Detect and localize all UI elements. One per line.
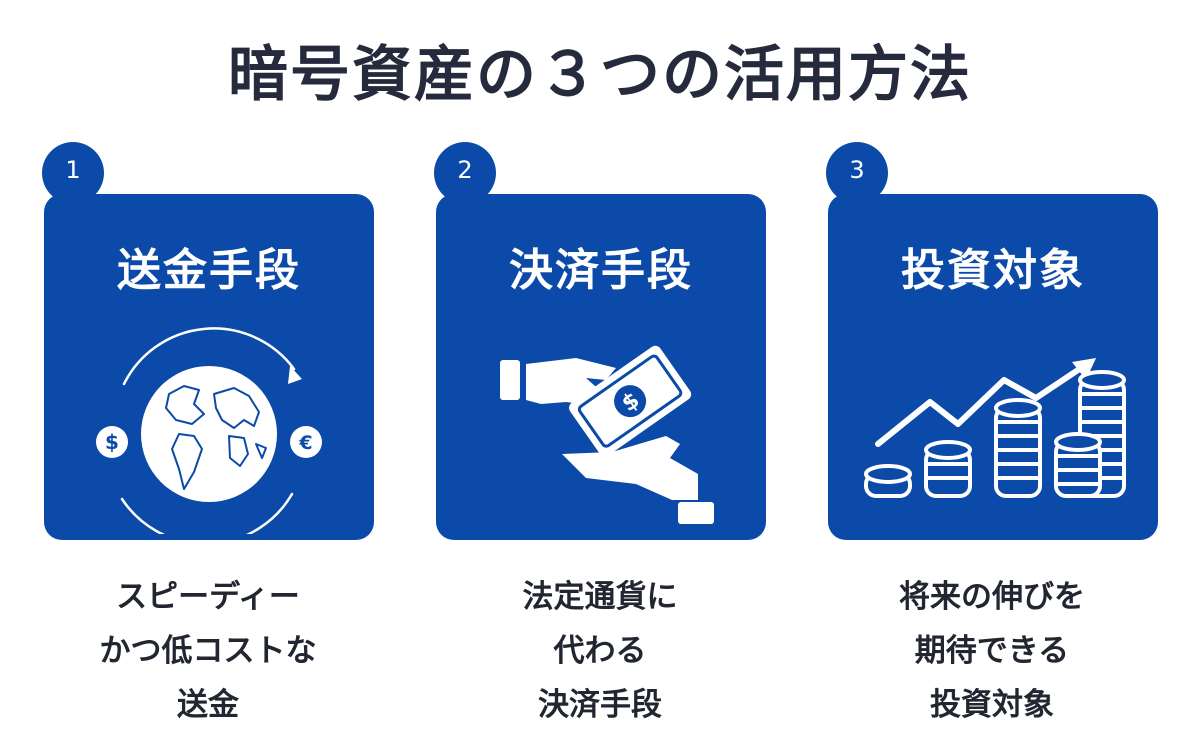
caption-line: 送金 [177,687,239,723]
card-title: 投資対象 [901,245,1085,296]
card-caption: 法定通貨に 代わる 決済手段 [434,570,766,732]
card-panel: 投資対象 [828,194,1158,540]
svg-text:$: $ [105,430,119,454]
caption-line: 期待できる [914,633,1070,669]
cash-handover-icon: $ [500,345,714,524]
svg-text:€: € [298,432,312,454]
caption-line: かつ低コストな [99,633,317,669]
card-caption: スピーディー かつ低コストな 送金 [42,570,374,732]
caption-line: 決済手段 [538,687,662,723]
card-number-badge: 3 [826,142,888,204]
card-panel: 決済手段 $ [436,194,766,540]
caption-line: 将来の伸びを [899,579,1085,615]
page-title: 暗号資産の３つの活用方法 [228,40,972,110]
caption-line: 法定通貨に [522,579,678,615]
caption-line: 投資対象 [930,687,1054,723]
caption-line: スピーディー [116,579,300,615]
card-number-badge: 2 [434,142,496,204]
card-number-badge: 1 [42,142,104,204]
globe-exchange-icon: $ € [96,327,322,534]
caption-line: 代わる [553,633,647,669]
card-panel: 送金手段 $ € [44,194,374,540]
coins-growth-chart-icon [864,358,1126,498]
card-title: 決済手段 [509,245,693,296]
card-title: 送金手段 [117,245,301,296]
card-caption: 将来の伸びを 期待できる 投資対象 [826,570,1158,732]
